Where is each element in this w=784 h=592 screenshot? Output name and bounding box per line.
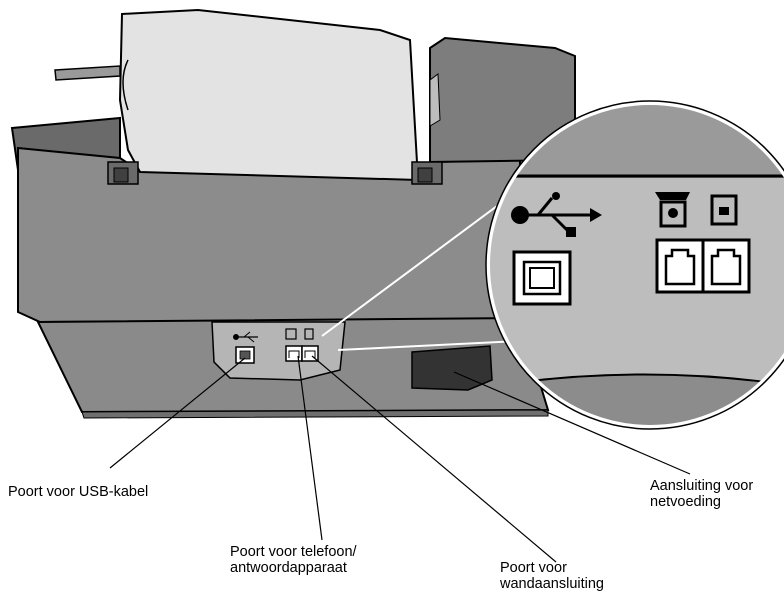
usb-icon: [511, 192, 602, 237]
usb-icon-small: [233, 331, 258, 343]
callout-usb: Poort voor USB-kabel: [8, 484, 148, 500]
callout-phone-line-1: Poort voor telefoon/: [230, 544, 357, 560]
callout-power-line-1: Aansluiting voor: [650, 478, 754, 494]
phone-jack: [655, 238, 705, 294]
leader-wall: [311, 355, 557, 563]
leader-power: [453, 371, 691, 475]
wall-jack-icon-small: [304, 328, 314, 340]
hinge-right: [411, 161, 443, 185]
callout-wall-line-2: wandaansluiting: [500, 576, 604, 592]
power-inlet: [411, 345, 493, 391]
hinge-left: [107, 161, 139, 185]
wall-jack: [701, 238, 751, 294]
callout-usb-line-1: Poort voor USB-kabel: [8, 484, 149, 500]
leader-usb: [109, 357, 246, 469]
telephone-icon: [655, 192, 690, 228]
callout-wall: Poort voor wandaansluiting: [500, 560, 604, 592]
phone-jack-small: [285, 345, 303, 362]
printer-body: [10, 116, 550, 419]
callout-power-line-2: netvoeding: [650, 494, 721, 510]
callout-phone: Poort voor telefoon/ antwoordapparaat: [230, 544, 357, 576]
usb-port: [512, 250, 572, 306]
callout-power: Aansluiting voor netvoeding: [650, 478, 753, 510]
leader-phone: [297, 355, 323, 541]
connector-bay: [211, 321, 346, 381]
leader-lines: [109, 355, 691, 563]
wall-jack-icon: [710, 194, 738, 226]
telephone-icon-small: [285, 328, 297, 340]
callout-phone-line-2: antwoordapparaat: [230, 560, 347, 576]
magnified-view: [485, 100, 784, 430]
paper-flap: [429, 36, 576, 164]
callout-wall-line-1: Poort voor: [500, 560, 567, 576]
